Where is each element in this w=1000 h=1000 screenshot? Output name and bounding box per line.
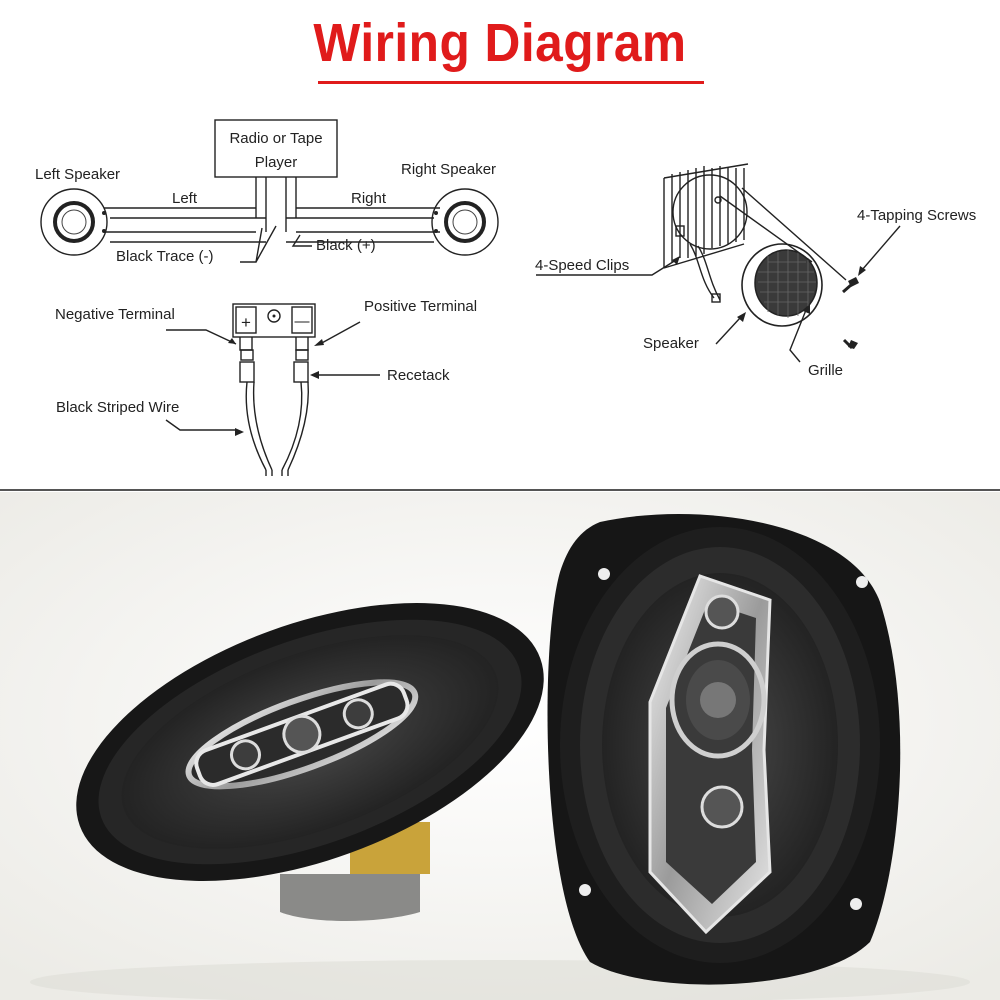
section-divider <box>0 489 1000 491</box>
right-wire-label: Right <box>351 190 387 207</box>
right-speaker-photo <box>547 513 901 985</box>
speed-clips-label: 4-Speed Clips <box>535 257 629 274</box>
minus-sign: — <box>295 313 310 330</box>
black-trace-label: Black Trace (-) <box>116 248 214 265</box>
negative-terminal-label: Negative Terminal <box>55 306 175 323</box>
wiring-diagram: Radio or Tape Player Left Speaker Right … <box>35 119 976 476</box>
grille-illustration <box>741 243 823 327</box>
tapping-screws-label: 4-Tapping Screws <box>857 207 976 224</box>
speaker-photo <box>0 492 1000 1000</box>
speaker-terminal-block <box>232 303 316 476</box>
title-underline <box>318 81 704 84</box>
speaker-install-label: Speaker <box>643 335 699 352</box>
radio-label-2: Player <box>255 154 298 171</box>
left-speaker-symbol <box>40 188 108 256</box>
grille-label: Grille <box>808 362 843 379</box>
radio-label-1: Radio or Tape <box>229 130 322 147</box>
black-plus-label: Black (+) <box>316 237 376 254</box>
radio-box <box>214 119 338 178</box>
installation-diagram <box>663 163 859 350</box>
right-speaker-label: Right Speaker <box>401 161 496 178</box>
recetack-label: Recetack <box>387 367 450 384</box>
black-striped-wire-label: Black Striped Wire <box>56 399 179 416</box>
left-speaker-label: Left Speaker <box>35 166 120 183</box>
left-wire-label: Left <box>172 190 198 207</box>
positive-terminal-label: Positive Terminal <box>364 298 477 315</box>
page-title: Wiring Diagram <box>313 13 687 73</box>
plus-sign: + <box>241 313 251 332</box>
right-speaker-symbol <box>431 188 499 256</box>
